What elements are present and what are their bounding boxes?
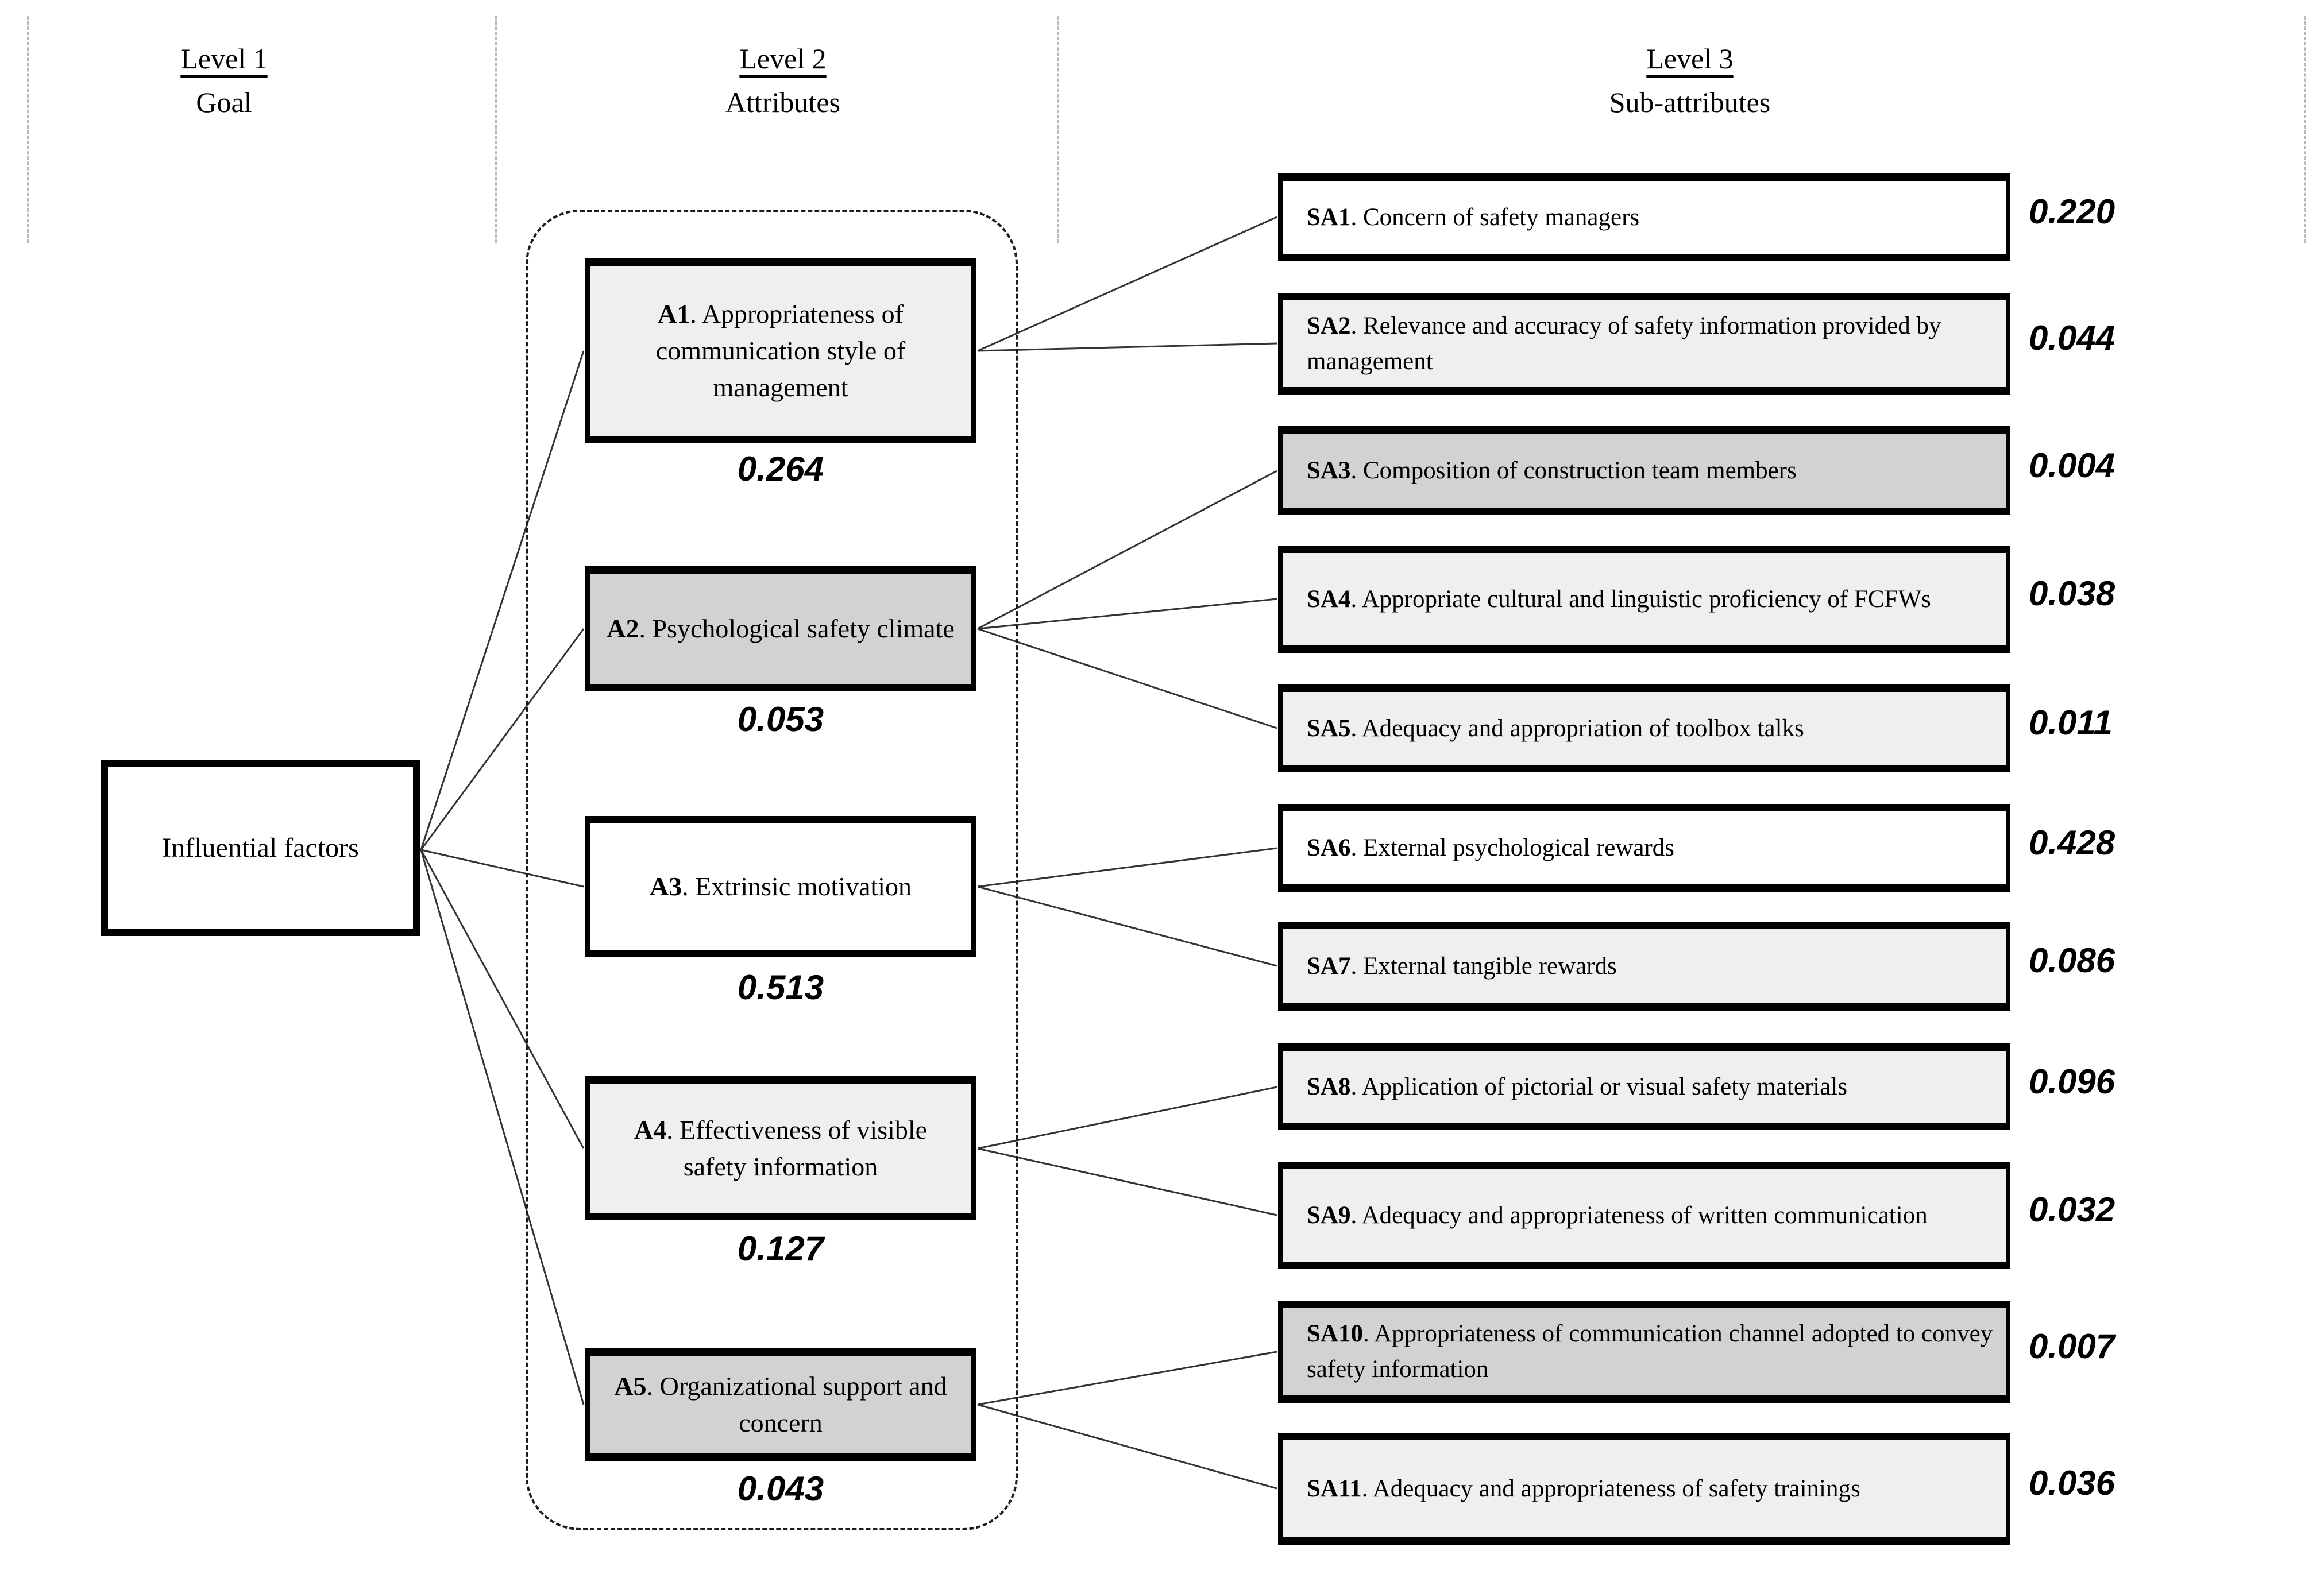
sub-attribute-box-sa1: SA1. Concern of safety managers bbox=[1278, 173, 2010, 261]
sub-attribute-label-sa10: SA10. Appropriateness of communication c… bbox=[1307, 1320, 1993, 1383]
sub-attribute-box-sa6: SA6. External psychological rewards bbox=[1278, 804, 2010, 892]
sub-attribute-weight-sa9: 0.032 bbox=[2029, 1190, 2115, 1229]
wire-a5-sa10 bbox=[977, 1351, 1277, 1406]
attribute-label-a2: A2. Psychological safety climate bbox=[607, 614, 955, 643]
sub-attribute-weight-sa11: 0.036 bbox=[2029, 1464, 2115, 1502]
sub-attribute-label-sa2: SA2. Relevance and accuracy of safety in… bbox=[1307, 312, 1941, 375]
attribute-label-a4: A4. Effectiveness of visible safety info… bbox=[634, 1115, 928, 1181]
wire-goal-a5 bbox=[420, 849, 585, 1405]
sub-attribute-weight-sa6: 0.428 bbox=[2029, 823, 2115, 862]
wire-a3-sa6 bbox=[977, 847, 1277, 888]
sub-attribute-label-sa7: SA7. External tangible rewards bbox=[1307, 952, 1617, 980]
header-level-1-title: Level 1 bbox=[180, 42, 268, 75]
header-level-3-subtitle: Sub-attributes bbox=[1609, 86, 1771, 118]
attribute-box-a3: A3. Extrinsic motivation bbox=[585, 816, 976, 957]
sub-attribute-label-sa6: SA6. External psychological rewards bbox=[1307, 834, 1675, 861]
wire-a3-sa7 bbox=[977, 885, 1277, 967]
header-level-3-title: Level 3 bbox=[1646, 42, 1734, 75]
sub-attribute-label-sa4: SA4. Appropriate cultural and linguistic… bbox=[1307, 585, 1931, 613]
sub-attribute-box-sa3: SA3. Composition of construction team me… bbox=[1278, 426, 2010, 515]
wire-a1-sa1 bbox=[977, 216, 1277, 352]
wire-goal-a2 bbox=[420, 628, 585, 850]
header-level-2-title: Level 2 bbox=[739, 42, 827, 75]
sub-attribute-box-sa9: SA9. Adequacy and appropriateness of wri… bbox=[1278, 1162, 2010, 1269]
sub-attribute-box-sa11: SA11. Adequacy and appropriateness of sa… bbox=[1278, 1433, 2010, 1545]
attribute-weight-a1: 0.264 bbox=[737, 450, 824, 488]
sub-attribute-label-sa8: SA8. Application of pictorial or visual … bbox=[1307, 1073, 1848, 1100]
header-level-3: Level 3 Sub-attributes bbox=[1472, 37, 1908, 124]
attribute-box-a2: A2. Psychological safety climate bbox=[585, 566, 976, 691]
attribute-weight-a5: 0.043 bbox=[737, 1469, 824, 1508]
sub-attribute-label-sa9: SA9. Adequacy and appropriateness of wri… bbox=[1307, 1201, 1928, 1229]
wire-a4-sa9 bbox=[977, 1147, 1277, 1216]
sub-attribute-weight-sa10: 0.007 bbox=[2029, 1327, 2115, 1366]
column-separator-1 bbox=[27, 16, 29, 243]
wire-a2-sa3 bbox=[977, 470, 1277, 630]
wire-goal-a4 bbox=[420, 849, 585, 1149]
wire-a2-sa5 bbox=[977, 628, 1277, 729]
header-level-1: Level 1 Goal bbox=[6, 37, 442, 124]
attribute-box-a1: A1. Appropriateness of communication sty… bbox=[585, 258, 976, 443]
wire-goal-a1 bbox=[420, 350, 585, 850]
wire-goal-a3 bbox=[420, 849, 584, 888]
sub-attribute-label-sa1: SA1. Concern of safety managers bbox=[1307, 203, 1640, 231]
attribute-weight-a3: 0.513 bbox=[737, 968, 824, 1007]
column-separator-2 bbox=[495, 16, 497, 243]
wire-a2-sa4 bbox=[977, 598, 1277, 630]
sub-attribute-weight-sa1: 0.220 bbox=[2029, 192, 2115, 231]
sub-attribute-weight-sa8: 0.096 bbox=[2029, 1062, 2115, 1101]
wire-a5-sa11 bbox=[977, 1403, 1277, 1490]
attribute-box-a5: A5. Organizational support and concern bbox=[585, 1348, 976, 1461]
wire-a1-sa2 bbox=[977, 342, 1277, 352]
sub-attribute-box-sa4: SA4. Appropriate cultural and linguistic… bbox=[1278, 546, 2010, 653]
attribute-box-a4: A4. Effectiveness of visible safety info… bbox=[585, 1076, 976, 1220]
attribute-label-a5: A5. Organizational support and concern bbox=[614, 1371, 947, 1437]
attribute-weight-a2: 0.053 bbox=[737, 700, 824, 738]
sub-attribute-label-sa11: SA11. Adequacy and appropriateness of sa… bbox=[1307, 1475, 1860, 1502]
attribute-weight-a4: 0.127 bbox=[737, 1229, 824, 1268]
sub-attribute-weight-sa5: 0.011 bbox=[2029, 703, 2113, 742]
header-level-2-subtitle: Attributes bbox=[725, 86, 840, 118]
sub-attribute-weight-sa2: 0.044 bbox=[2029, 319, 2115, 357]
column-separator-4 bbox=[2304, 16, 2306, 243]
sub-attribute-label-sa5: SA5. Adequacy and appropriation of toolb… bbox=[1307, 714, 1804, 742]
sub-attribute-weight-sa7: 0.086 bbox=[2029, 941, 2115, 980]
attributes-group-outline bbox=[526, 210, 1018, 1530]
sub-attribute-weight-sa3: 0.004 bbox=[2029, 446, 2115, 485]
header-level-1-subtitle: Goal bbox=[196, 86, 252, 118]
wire-a4-sa8 bbox=[977, 1086, 1277, 1150]
sub-attribute-box-sa8: SA8. Application of pictorial or visual … bbox=[1278, 1043, 2010, 1130]
goal-label: Influential factors bbox=[162, 833, 359, 863]
attribute-label-a1: A1. Appropriateness of communication sty… bbox=[655, 299, 906, 402]
column-separator-3 bbox=[1057, 16, 1059, 243]
sub-attribute-label-sa3: SA3. Composition of construction team me… bbox=[1307, 457, 1797, 484]
attribute-label-a3: A3. Extrinsic motivation bbox=[649, 872, 912, 901]
sub-attribute-box-sa2: SA2. Relevance and accuracy of safety in… bbox=[1278, 293, 2010, 395]
header-level-2: Level 2 Attributes bbox=[565, 37, 1001, 124]
sub-attribute-box-sa5: SA5. Adequacy and appropriation of toolb… bbox=[1278, 684, 2010, 772]
sub-attribute-weight-sa4: 0.038 bbox=[2029, 574, 2115, 613]
sub-attribute-box-sa7: SA7. External tangible rewards bbox=[1278, 922, 2010, 1011]
goal-box: Influential factors bbox=[101, 760, 420, 936]
sub-attribute-box-sa10: SA10. Appropriateness of communication c… bbox=[1278, 1301, 2010, 1403]
